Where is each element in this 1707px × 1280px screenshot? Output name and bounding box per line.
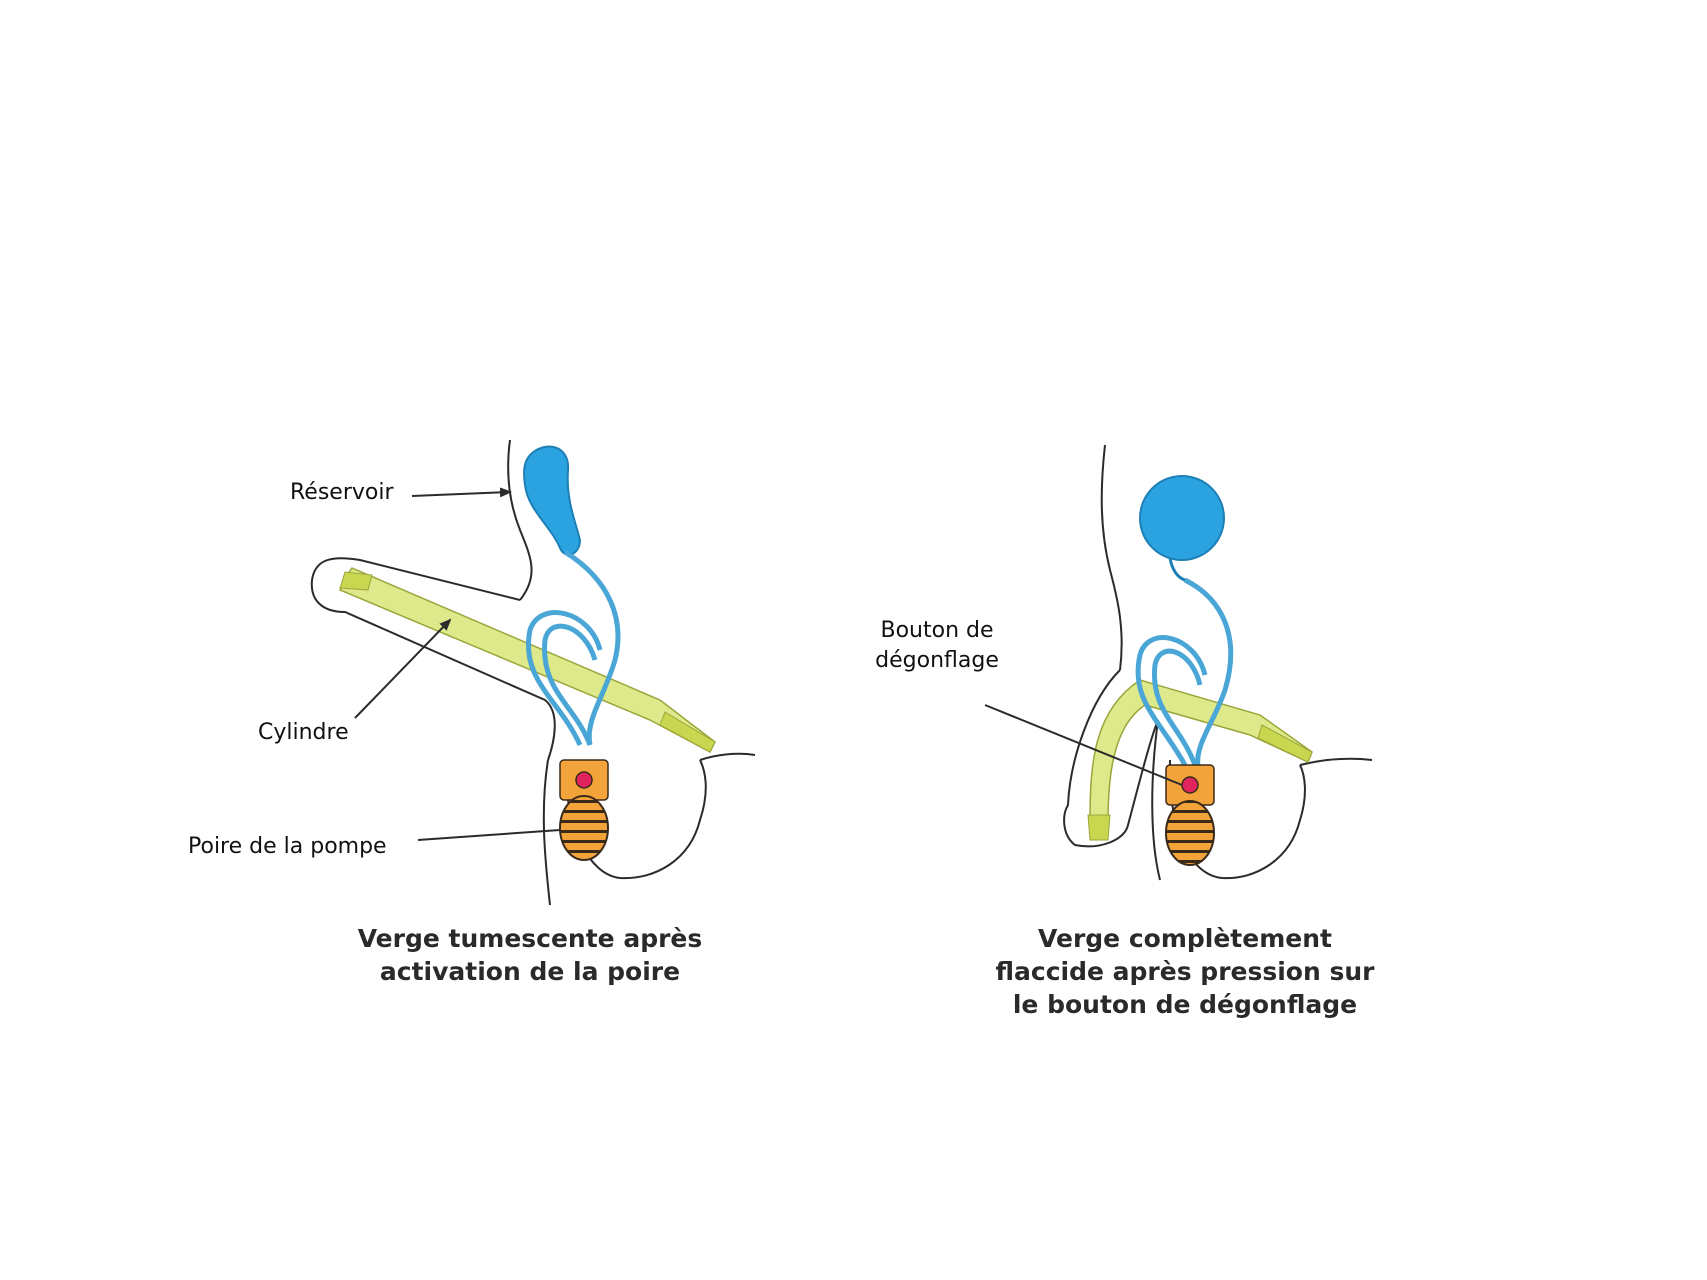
- left-reservoir-tube: [563, 549, 621, 746]
- right-cylinder-tube-a: [1135, 635, 1208, 767]
- right-cylinder-tube-b: [1151, 648, 1203, 766]
- left-pump-button: [575, 771, 593, 789]
- label-deflate-button: Bouton de dégonflage: [862, 616, 1012, 676]
- caption-right-line3: le bouton de dégonflage: [1012, 990, 1358, 1019]
- right-body-outline: [1100, 444, 1123, 671]
- right-cylinder-rear-tip: [1257, 724, 1313, 763]
- left-figure: [310, 439, 756, 906]
- left-leg-line: [699, 752, 756, 761]
- left-penis-outline: [310, 557, 556, 761]
- right-reservoir: [1139, 475, 1225, 561]
- left-body-outline: [507, 439, 533, 601]
- right-reservoir-neck: [1168, 557, 1186, 582]
- left-cylinder-tip: [339, 571, 373, 591]
- left-cylinder: [339, 567, 716, 754]
- label-deflate-button-line2: dégonflage: [875, 648, 999, 673]
- label-pump-bulb: Poire de la pompe: [188, 834, 387, 859]
- caption-left-line2: activation de la poire: [379, 957, 681, 986]
- left-cylinder-tube-a: [526, 610, 603, 747]
- left-cylinder-leader: [354, 618, 452, 719]
- label-deflate-button-line1: Bouton de: [880, 618, 994, 643]
- caption-right-line1: Verge complètement: [1038, 924, 1332, 953]
- left-pump-leader: [417, 829, 561, 841]
- right-pump-bulb: [1165, 800, 1215, 866]
- right-penis-outline: [1063, 669, 1159, 848]
- caption-left-line1: Verge tumescente après: [357, 924, 703, 953]
- right-leg-line: [1299, 757, 1373, 766]
- left-reservoir: [523, 445, 582, 556]
- left-thigh-outline: [542, 759, 551, 906]
- label-reservoir: Réservoir: [290, 480, 394, 505]
- right-thigh-outline: [1151, 719, 1161, 881]
- left-cylinder-rear-tip: [659, 711, 716, 753]
- left-reservoir-leader: [411, 487, 512, 498]
- right-cylinder-tip: [1087, 814, 1111, 841]
- caption-right-line2: flaccide après pression sur: [995, 957, 1375, 986]
- caption-left: Verge tumescente après activation de la …: [330, 922, 730, 988]
- left-cylinder-tube-b: [542, 623, 598, 746]
- right-deflate-leader: [984, 704, 1183, 786]
- right-reservoir-tube: [1183, 577, 1234, 766]
- caption-right: Verge complètement flaccide après pressi…: [975, 922, 1395, 1021]
- left-pump-bulb: [559, 795, 609, 861]
- label-cylinder: Cylindre: [258, 720, 349, 745]
- right-pump-button: [1181, 776, 1199, 794]
- right-figure: [984, 444, 1373, 881]
